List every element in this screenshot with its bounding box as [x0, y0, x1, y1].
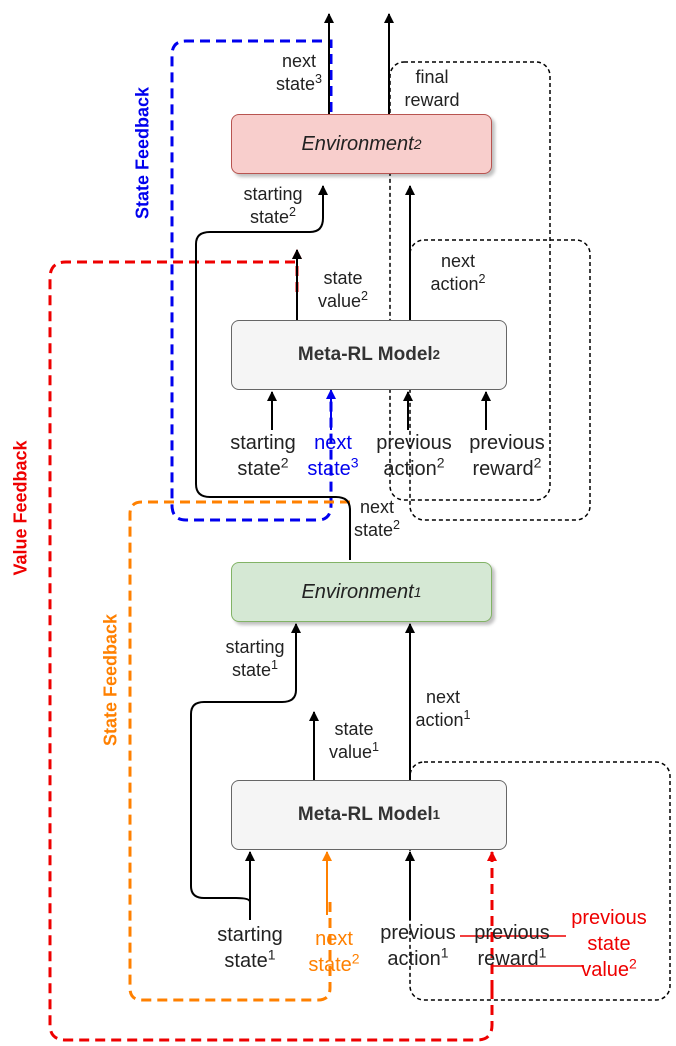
state-feedback-orange-title: State Feedback: [100, 613, 121, 747]
environment-2-label: Environment: [301, 132, 414, 155]
starting-state1-connector: [190, 623, 301, 920]
starting-state2-connector: [195, 185, 351, 560]
value-feedback-title: Value Feedback: [10, 440, 31, 576]
value-feedback-loop: [48, 260, 494, 1042]
state-feedback-loop-orange: [128, 500, 350, 1002]
meta-rl-model-1-label: Meta-RL Model: [297, 804, 433, 825]
state-feedback-loop-blue: [170, 39, 333, 522]
meta-rl-model-2-label: Meta-RL Model: [297, 344, 433, 365]
state-feedback-blue-title: State Feedback: [132, 86, 153, 220]
environment-1-label: Environment: [301, 580, 414, 603]
reward-loop-top: [389, 61, 551, 501]
action-loop-1: [409, 761, 671, 1001]
